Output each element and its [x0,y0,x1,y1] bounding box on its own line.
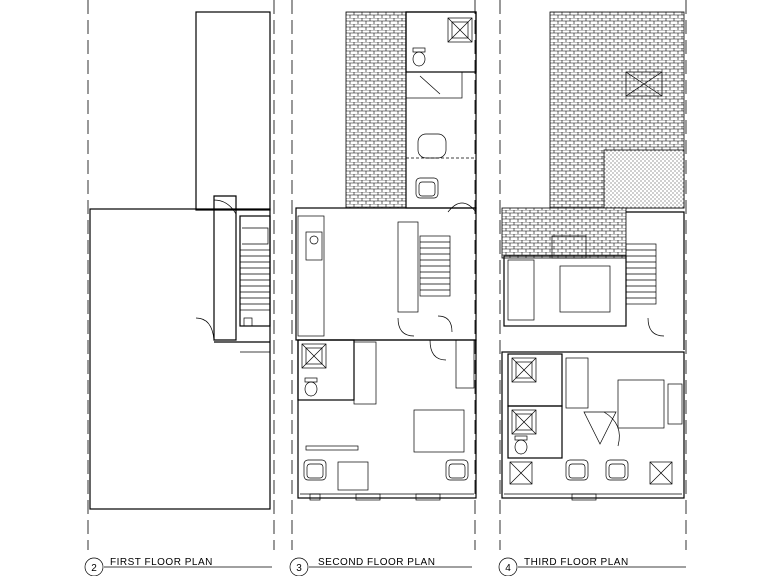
second-floor-plan [295,11,477,501]
plan-title-second: 3 SECOND FLOOR PLAN [289,557,472,576]
plan-title-first: 2 FIRST FLOOR PLAN [84,557,272,576]
plan-number-first: 2 [91,563,97,574]
plan-number-second: 3 [296,563,302,574]
plan-label-first: FIRST FLOOR PLAN [110,557,213,568]
third-floor-plan [501,11,685,501]
plan-label-third: THIRD FLOOR PLAN [524,557,629,568]
grid-lines [87,0,687,550]
plan-label-second: SECOND FLOOR PLAN [318,557,435,568]
plan-title-third: 4 THIRD FLOOR PLAN [498,557,686,576]
plan-number-third: 4 [505,563,511,574]
first-floor-plan [89,11,271,510]
